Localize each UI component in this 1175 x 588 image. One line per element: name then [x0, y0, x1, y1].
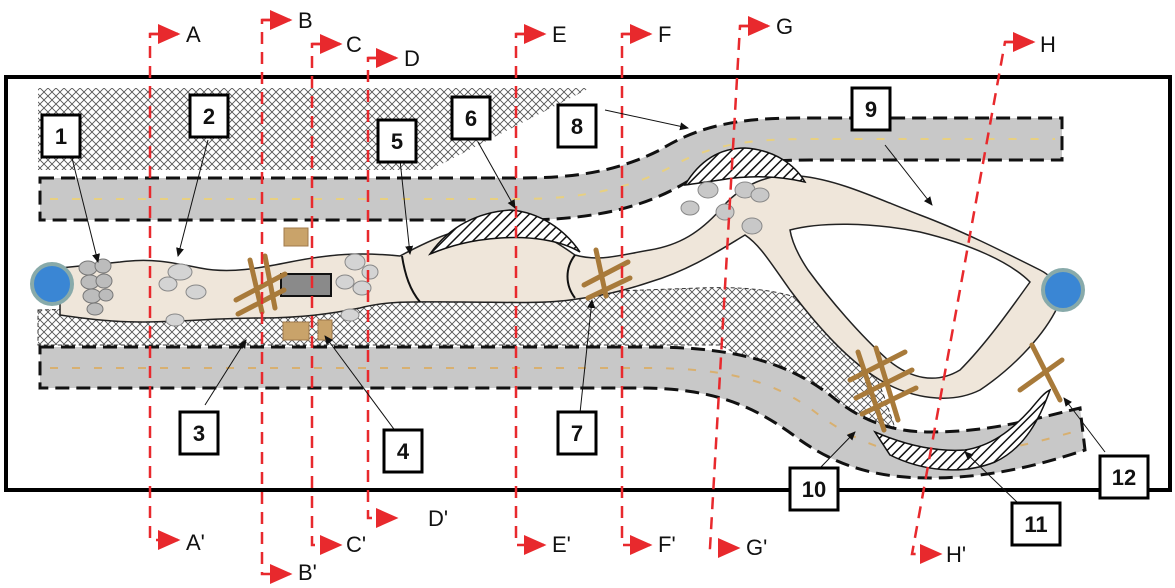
callout-12: 12	[1098, 454, 1150, 500]
erosion-area-11	[873, 388, 1052, 471]
section-label-e: E	[552, 22, 567, 47]
section-label-c: C	[346, 32, 362, 57]
erosion-area-6	[427, 209, 581, 256]
callout-label-11: 11	[1024, 512, 1047, 537]
callout-9: 9	[850, 86, 892, 132]
callout-label-12: 12	[1112, 465, 1136, 490]
boulder-cluster-1	[78, 258, 114, 316]
section-label-f-prime: F'	[658, 532, 676, 557]
callout-7: 7	[556, 410, 598, 456]
callout-8: 8	[556, 103, 598, 149]
callout-label-1: 1	[55, 124, 67, 149]
callout-label-6: 6	[465, 106, 477, 131]
barrier-10	[847, 345, 919, 433]
rubble-block-top	[283, 227, 309, 247]
channel-island	[789, 223, 1031, 379]
section-label-c-prime: C'	[346, 532, 366, 557]
section-label-h: H	[1040, 32, 1056, 57]
rubble-block-bottom	[282, 321, 310, 341]
section-line-a	[148, 32, 181, 550]
callout-label-3: 3	[193, 421, 205, 446]
section-label-a-prime: A'	[186, 530, 205, 555]
section-line-g	[708, 24, 768, 558]
deposit-front-7	[566, 254, 576, 299]
section-label-b: B	[298, 8, 313, 33]
section-line-b	[260, 18, 293, 584]
culvert-structure	[280, 273, 332, 297]
outlet-node	[1041, 268, 1085, 312]
deposit-front-5	[401, 255, 421, 303]
callout-label-9: 9	[865, 97, 877, 122]
section-lines: A A' B B' C C' D D' E E' F F' G G' H H'	[148, 8, 1056, 585]
boulder-cluster-4	[335, 253, 379, 322]
section-label-f: F	[658, 22, 671, 47]
barrier-7	[581, 247, 633, 301]
callout-10: 10	[788, 466, 840, 512]
callout-label-8: 8	[571, 114, 583, 139]
section-line-h	[910, 40, 1033, 564]
section-line-f	[620, 32, 653, 555]
section-label-h-prime: H'	[946, 542, 966, 567]
barrier-12	[1017, 342, 1065, 403]
section-label-g: G	[776, 14, 793, 39]
erosion-area-8	[683, 147, 807, 186]
upper-road	[38, 116, 1064, 222]
callout-5: 5	[376, 118, 418, 164]
section-label-a: A	[186, 22, 201, 47]
section-label-e-prime: E'	[552, 532, 571, 557]
callout-11: 11	[1010, 501, 1062, 547]
section-line-c	[310, 42, 343, 555]
callout-label-7: 7	[571, 421, 583, 446]
section-label-d-prime: D'	[428, 506, 448, 531]
callout-2: 2	[188, 93, 230, 139]
section-line-d	[366, 56, 399, 528]
callout-label-5: 5	[391, 129, 403, 154]
callout-label-10: 10	[802, 477, 826, 502]
callout-4: 4	[382, 428, 424, 474]
section-label-d: D	[404, 46, 420, 71]
section-label-g-prime: G'	[746, 535, 767, 560]
callout-3: 3	[178, 410, 220, 456]
section-label-b-prime: B'	[298, 560, 317, 585]
section-line-e	[514, 32, 547, 555]
inlet-node	[30, 262, 74, 306]
boulder-cluster-2	[158, 263, 207, 327]
leader-lines	[69, 109, 1106, 504]
upper-road-centerline	[50, 138, 1055, 200]
rubble-block-small	[317, 319, 333, 341]
callout-label-4: 4	[397, 439, 410, 464]
callout-6: 6	[450, 95, 492, 141]
lower-road	[38, 345, 1087, 480]
callout-label-2: 2	[203, 104, 215, 129]
callout-1: 1	[40, 113, 82, 159]
